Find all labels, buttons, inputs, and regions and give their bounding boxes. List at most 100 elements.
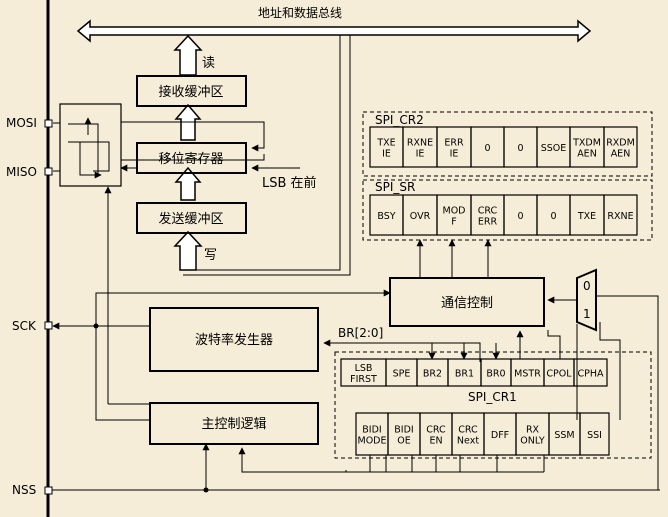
rx-buffer: 接收缓冲区 <box>136 75 247 107</box>
svg-text:DFF: DFF <box>491 430 509 441</box>
svg-text:BR1: BR1 <box>455 369 474 380</box>
svg-text:BR0: BR0 <box>486 369 505 380</box>
shift-register: 移位寄存器 <box>136 142 247 174</box>
svg-text:SSOE: SSOE <box>541 143 567 154</box>
sr-bit-0: 0 <box>536 194 571 236</box>
cr1-bit-ssi: SSI <box>579 412 610 456</box>
comm-control: 通信控制 <box>389 277 545 327</box>
svg-text:SPE: SPE <box>393 369 411 380</box>
sr-bit-rxne: RXNE <box>603 194 638 236</box>
cr2-group <box>362 111 653 177</box>
master-control-logic: 主控制逻辑 <box>149 402 319 445</box>
cr1-bit-spe: SPE <box>385 358 418 387</box>
svg-text:TXE: TXE <box>577 211 596 222</box>
cr1-bit-br0: BR0 <box>480 358 512 387</box>
cr1-bit-cpol: CPOL <box>543 358 575 387</box>
svg-text:MOSI: MOSI <box>6 116 37 130</box>
svg-text:MSTR: MSTR <box>514 369 541 380</box>
sr-bit-bsy: BSY <box>369 194 404 236</box>
svg-text:RXNE: RXNE <box>607 211 633 222</box>
cr2-bit-ssoe: SSOE <box>536 126 571 168</box>
svg-text:NSS: NSS <box>12 483 36 497</box>
svg-text:通信控制: 通信控制 <box>441 296 493 311</box>
cr1-bit-ssm: SSM <box>548 412 581 456</box>
svg-text:0: 0 <box>517 211 523 222</box>
svg-text:0: 0 <box>550 211 556 222</box>
cr1-bit-br1: BR1 <box>447 358 482 387</box>
sr-title: SPI_SR <box>375 180 415 194</box>
lsb-first-label: LSB 在前 <box>262 175 317 191</box>
cr1-bit-mstr: MSTR <box>510 358 545 387</box>
svg-text:SCK: SCK <box>12 319 37 333</box>
sr-bit-ovr: OVR <box>402 194 438 236</box>
write-label: 写 <box>204 248 217 263</box>
svg-text:BR2: BR2 <box>423 369 442 380</box>
svg-text:CPOL: CPOL <box>546 369 572 380</box>
pin-miso: MISO <box>6 165 53 179</box>
cr2-title: SPI_CR2 <box>375 113 424 127</box>
svg-text:波特率发生器: 波特率发生器 <box>195 332 273 348</box>
sr-bit-0: 0 <box>503 194 538 236</box>
pin-nss: NSS <box>12 483 53 497</box>
svg-text:SSM: SSM <box>554 430 574 441</box>
svg-text:1: 1 <box>583 307 591 321</box>
read-label: 读 <box>202 56 215 71</box>
svg-text:CPHA: CPHA <box>577 369 604 380</box>
cr1-group <box>334 351 652 459</box>
svg-text:BSY: BSY <box>377 211 395 222</box>
svg-text:MISO: MISO <box>6 165 37 179</box>
cr1-title: SPI_CR1 <box>468 390 517 404</box>
svg-text:OVR: OVR <box>410 211 431 222</box>
cr2-bit-0: 0 <box>470 126 505 168</box>
tx-buffer: 发送缓冲区 <box>136 202 247 234</box>
svg-text:0: 0 <box>583 279 591 293</box>
pin-mosi: MOSI <box>6 116 53 130</box>
svg-text:发送缓冲区: 发送缓冲区 <box>158 211 223 227</box>
mux: 0 1 <box>576 268 597 332</box>
pin-sck: SCK <box>12 319 53 333</box>
svg-text:0: 0 <box>517 143 523 154</box>
svg-text:移位寄存器: 移位寄存器 <box>158 151 223 167</box>
svg-text:SSI: SSI <box>587 430 602 441</box>
svg-text:接收缓冲区: 接收缓冲区 <box>158 84 223 100</box>
cr2-bit-0: 0 <box>503 126 538 168</box>
sr-group <box>362 179 653 241</box>
sr-bit-txe: TXE <box>569 194 605 236</box>
mosi-miso-switch <box>59 103 265 187</box>
bus-label: 地址和数据总线 <box>258 5 342 20</box>
br-label: BR[2:0] <box>338 326 383 340</box>
cr1-bit-br2: BR2 <box>416 358 449 387</box>
cr1-bit-cpha: CPHA <box>573 358 608 387</box>
svg-text:主控制逻辑: 主控制逻辑 <box>201 417 266 432</box>
address-data-bus: 地址和数据总线 <box>76 5 592 43</box>
